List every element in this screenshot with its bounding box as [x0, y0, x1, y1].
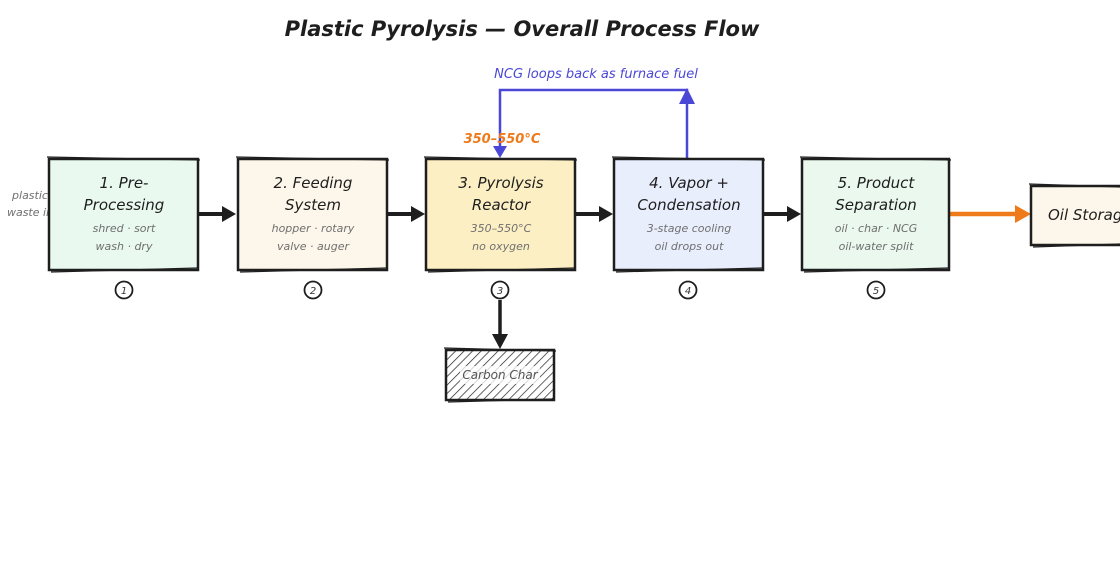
step-3-title-line1: 3. Pyrolysis	[458, 174, 543, 192]
oil-storage-label: Oil Storage	[1048, 206, 1120, 224]
step-5-product-separation: 5. Product Separation oil · char · NCG o…	[799, 156, 952, 273]
input-label-line1: plastic	[11, 189, 48, 202]
step-1-title-line1: 1. Pre-	[100, 174, 149, 192]
step-1-pre-processing: 1. Pre- Processing shred · sort wash · d…	[46, 156, 201, 273]
ncg-loop-arrow	[493, 88, 695, 158]
step-5-title-line2: Separation	[835, 196, 917, 214]
step-2-title-line1: 2. Feeding	[274, 174, 353, 192]
step-3-sub-line2: no oxygen	[472, 240, 530, 253]
step-4-number: 4	[685, 286, 691, 297]
step-5-number-badge: 5	[866, 280, 886, 300]
step-2-feeding-system: 2. Feeding System hopper · rotary valve …	[235, 156, 390, 273]
carbon-char-box: Carbon Char	[443, 347, 557, 403]
step-1-number: 1	[121, 286, 127, 297]
diagram-title: Plastic Pyrolysis — Overall Process Flow	[285, 17, 760, 41]
carbon-char-label: Carbon Char	[462, 368, 538, 382]
step-5-title-line1: 5. Product	[838, 174, 916, 192]
step-5-sub-line2: oil-water split	[839, 240, 914, 253]
step-3-number: 3	[497, 286, 503, 297]
step-3-pyrolysis-reactor: 3. Pyrolysis Reactor 350–550°C no oxygen	[423, 156, 578, 273]
step-4-vapor-condensation: 4. Vapor + Condensation 3-stage cooling …	[611, 156, 766, 273]
input-label-line2: waste in	[7, 206, 53, 219]
step-2-sub-line1: hopper · rotary	[272, 222, 355, 235]
step-3-title-line2: Reactor	[472, 196, 531, 214]
step-5-number: 5	[873, 286, 879, 297]
step-1-sub-line1: shred · sort	[93, 222, 156, 235]
oil-storage-box: Oil Storage	[1028, 183, 1120, 248]
step-2-number: 2	[310, 286, 316, 297]
step-2-sub-line2: valve · auger	[277, 240, 351, 253]
step-4-title-line2: Condensation	[637, 196, 740, 214]
step-2-title-line2: System	[285, 196, 341, 214]
ncg-loop-label: NCG loops back as furnace fuel	[494, 67, 698, 82]
step-1-title-line2: Processing	[84, 196, 165, 214]
input-label: plastic waste in	[7, 189, 53, 219]
flow-arrows	[198, 206, 801, 222]
step-4-number-badge: 4	[678, 280, 698, 300]
oil-output-arrow	[949, 205, 1031, 223]
step-4-sub-line2: oil drops out	[655, 240, 724, 253]
step-1-sub-line2: wash · dry	[96, 240, 153, 253]
step-4-title-line1: 4. Vapor +	[649, 174, 729, 192]
char-output-arrow	[492, 300, 508, 349]
step-1-number-badge: 1	[114, 280, 134, 300]
step-4-sub-line1: 3-stage cooling	[647, 222, 732, 235]
step-3-number-badge: 3	[490, 280, 510, 300]
step-2-number-badge: 2	[303, 280, 323, 300]
step-5-sub-line1: oil · char · NCG	[835, 222, 918, 235]
reactor-temp-label: 350–550°C	[464, 132, 541, 147]
step-3-sub-line1: 350–550°C	[471, 222, 532, 235]
